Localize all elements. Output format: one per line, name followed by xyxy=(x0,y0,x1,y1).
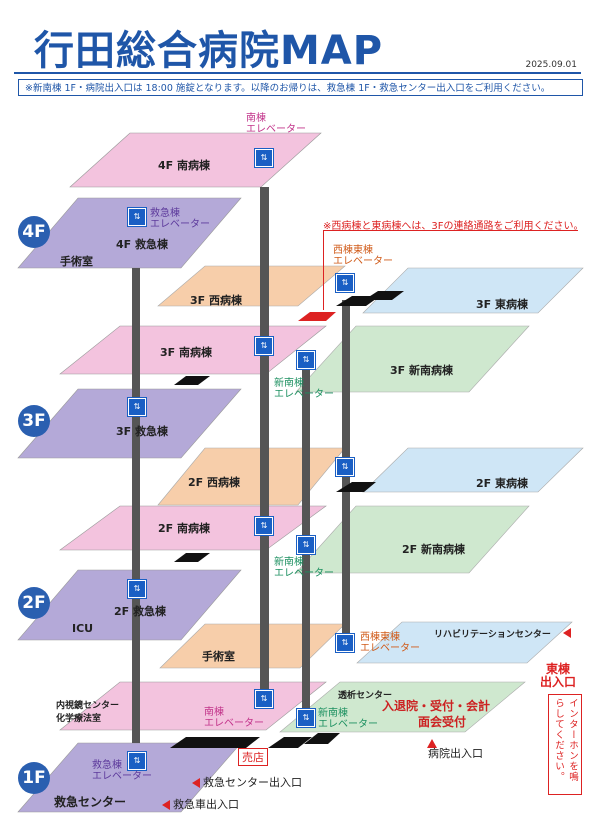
connect-note: ※西病棟と東病棟へは、3Fの連絡通路をご利用ください。 xyxy=(323,221,584,232)
corridor-3f-red xyxy=(298,312,336,321)
elevator-icon: ⇅ xyxy=(296,350,316,370)
elevator-label: 西棟東棟エレベーター xyxy=(360,632,420,654)
elevator-label: 南棟エレベーター xyxy=(246,113,306,135)
floor-3f-east xyxy=(362,267,584,314)
east-exit-label: 東棟出入口 xyxy=(540,662,577,689)
corridor-2f-a xyxy=(336,482,376,492)
floor-label-4f: 4F xyxy=(18,216,50,248)
area-chemo: 化学療法室 xyxy=(56,714,102,724)
floor-2f-er xyxy=(17,569,242,641)
floor-3f-er xyxy=(17,388,242,459)
floor-2f-east xyxy=(362,447,584,493)
corridor-1f-ns xyxy=(268,737,312,748)
east-exit-arrow xyxy=(563,628,571,638)
er-exit: 救急センター出入口 xyxy=(192,774,302,790)
floor-3f-newsouth xyxy=(295,325,530,393)
area-3f-east: 3F 東病棟 xyxy=(476,298,528,311)
area-4f-er: 4F 救急棟 xyxy=(116,238,168,251)
floor-2f-newsouth xyxy=(295,505,530,574)
elevator-icon: ⇅ xyxy=(296,708,316,728)
elevator-icon: ⇅ xyxy=(127,751,147,771)
elevator-label: 新南棟エレベーター xyxy=(274,378,334,400)
floor-4f-er xyxy=(17,197,242,269)
elevator-icon: ⇅ xyxy=(127,397,147,417)
area-2f-south: 2F 南病棟 xyxy=(158,522,210,535)
connect-note-line xyxy=(323,230,578,231)
notice-box: ※新南棟 1F・病院出入口は 18:00 施錠となります。以降のお帰りは、救急棟… xyxy=(18,79,583,96)
elevator-label: 南棟エレベーター xyxy=(204,707,264,729)
elevator-icon: ⇅ xyxy=(335,633,355,653)
area-rehab: リハビリテーションセンター xyxy=(434,630,551,640)
area-4f-south: 4F 南病棟 xyxy=(158,159,210,172)
floor-1f-east xyxy=(356,621,573,664)
floor-1f-newsouth xyxy=(279,681,526,733)
elevator-icon: ⇅ xyxy=(335,273,355,293)
floor-label-3f: 3F xyxy=(18,405,50,437)
elevator-icon: ⇅ xyxy=(254,148,274,168)
issue-date: 2025.09.01 xyxy=(525,60,577,70)
elevator-label: 新南棟エレベーター xyxy=(274,557,334,579)
ambulance-exit: 救急車出入口 xyxy=(162,796,239,812)
area-3f-er: 3F 救急棟 xyxy=(116,425,168,438)
area-2f-east: 2F 東病棟 xyxy=(476,477,528,490)
corridor-3f-b xyxy=(364,291,404,300)
corridor-1f-shop xyxy=(304,733,340,744)
elevator-icon: ⇅ xyxy=(127,579,147,599)
area-3f-newsouth: 3F 新南病棟 xyxy=(390,364,453,377)
corridor-2f-b xyxy=(174,553,210,562)
area-visit: 面会受付 xyxy=(418,715,467,729)
shaft-er xyxy=(132,268,140,743)
elevator-icon: ⇅ xyxy=(296,535,316,555)
area-3f-south: 3F 南病棟 xyxy=(160,346,212,359)
floor-label-1f: 1F xyxy=(18,762,50,794)
area-endoscopy: 内視鏡センター xyxy=(56,701,120,711)
area-1f-surgery: 手術室 xyxy=(202,650,235,663)
floor-4f-south xyxy=(69,132,322,188)
elevator-label: 救急棟エレベーター xyxy=(92,760,152,782)
corridor-1f-er xyxy=(170,737,260,748)
elevator-icon: ⇅ xyxy=(335,457,355,477)
area-reception: 入退院・受付・会計 xyxy=(382,699,491,713)
arrow-left-icon xyxy=(162,800,170,810)
area-icu: ICU xyxy=(72,622,94,635)
shop-label: 売店 xyxy=(238,748,268,766)
area-dialysis: 透析センター xyxy=(338,691,393,701)
floor-2f-west xyxy=(157,447,346,506)
area-3f-west: 3F 西病棟 xyxy=(190,294,242,307)
elevator-label: 西棟東棟エレベーター xyxy=(333,245,393,267)
area-4f-surgery: 手術室 xyxy=(60,255,93,268)
area-2f-er: 2F 救急棟 xyxy=(114,605,166,618)
area-er-center: 救急センター xyxy=(54,795,127,809)
hospital-exit-label: 病院出入口 xyxy=(428,747,483,760)
floor-label-2f: 2F xyxy=(18,587,50,619)
elevator-icon: ⇅ xyxy=(254,336,274,356)
elevator-label: 新南棟エレベーター xyxy=(318,708,378,730)
elevator-icon: ⇅ xyxy=(254,516,274,536)
connect-note-leader xyxy=(323,230,324,310)
hospital-exit-arrow xyxy=(427,733,437,752)
shaft-south xyxy=(260,187,269,707)
elevator-icon: ⇅ xyxy=(254,689,274,709)
area-2f-west: 2F 西病棟 xyxy=(188,476,240,489)
corridor-3f-south xyxy=(174,376,210,385)
intercom-note: インターホンを鳴らしてください。 xyxy=(548,694,582,795)
elevator-icon: ⇅ xyxy=(127,207,147,227)
title-rule xyxy=(14,72,581,74)
arrow-left-icon xyxy=(192,778,200,788)
page-title: 行田総合病院MAP xyxy=(34,28,384,74)
area-2f-newsouth: 2F 新南病棟 xyxy=(402,543,465,556)
elevator-label: 救急棟エレベーター xyxy=(150,208,210,230)
floor-3f-west xyxy=(157,265,346,307)
